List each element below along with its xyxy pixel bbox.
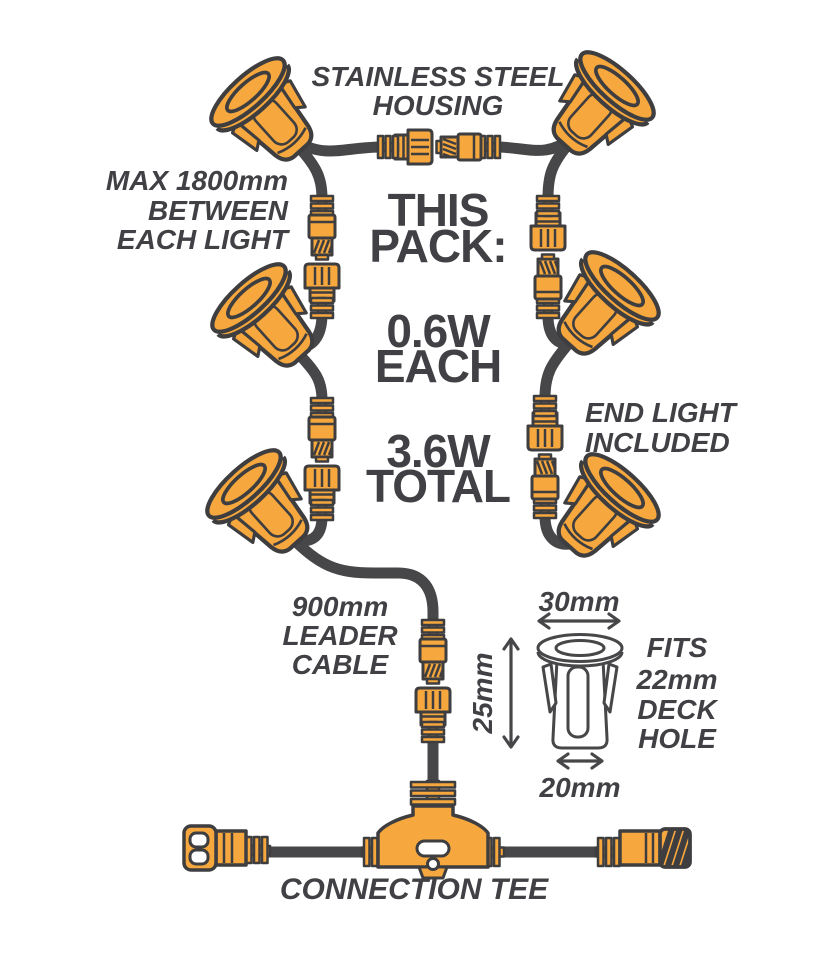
end-plug [182,824,272,872]
max-between-label-line3: EACH LIGHT [117,224,291,255]
stainless-housing-label-line1: STAINLESS STEEL [311,61,564,92]
dim-20mm-label: 20mm [539,772,621,803]
leader-cable-label-line2: LEADER [282,620,398,651]
leader-cable-label-line3: CABLE [292,649,390,680]
dimension-arrows [502,612,621,770]
pack-each-line1: 0.6W [386,305,491,357]
connector-pair-leader [416,620,450,742]
cable-runs [262,132,606,858]
pack-heading-line1: THIS [388,184,489,236]
connection-tee-assembly [182,779,692,880]
fits-deck-hole-label-line3: DECK [637,694,718,725]
end-light-label-line1: END LIGHT [585,397,739,428]
dim-30mm-label: 30mm [539,586,620,617]
labels: STAINLESS STEEL HOUSING MAX 1800mm BETWE… [106,61,739,906]
stainless-housing-label-line2: HOUSING [373,90,504,121]
connector-pair-left-2 [305,398,339,520]
connector-pair-right-2 [528,396,562,518]
fits-deck-hole-label-line4: HOLE [638,723,717,754]
dimension-drawing [502,612,624,770]
pack-each-line2: EACH [375,340,501,392]
leader-cable [284,530,439,628]
connector-pair-top [378,130,500,164]
max-between-label-line2: BETWEEN [148,195,289,226]
connection-tee-graphic [360,779,506,880]
leader-cable-label-line1: 900mm [292,591,389,622]
dim-25mm-label: 25mm [467,653,498,735]
cable [539,336,576,404]
fits-deck-hole-label-line2: 22mm [636,664,718,695]
connector-pair-left-1 [305,196,339,318]
connector-pair-right-1 [531,196,565,318]
pack-total-line1: 3.6W [386,425,491,477]
pack-heading-line2: PACK: [369,220,506,272]
end-cap-connector [594,827,692,869]
end-light-label-line2: INCLUDED [585,427,730,458]
max-between-label-line1: MAX 1800mm [106,165,288,196]
pack-total-line2: TOTAL [366,460,510,512]
fits-deck-hole-label-line1: FITS [647,632,708,663]
connection-tee-label: CONNECTION TEE [280,873,549,906]
